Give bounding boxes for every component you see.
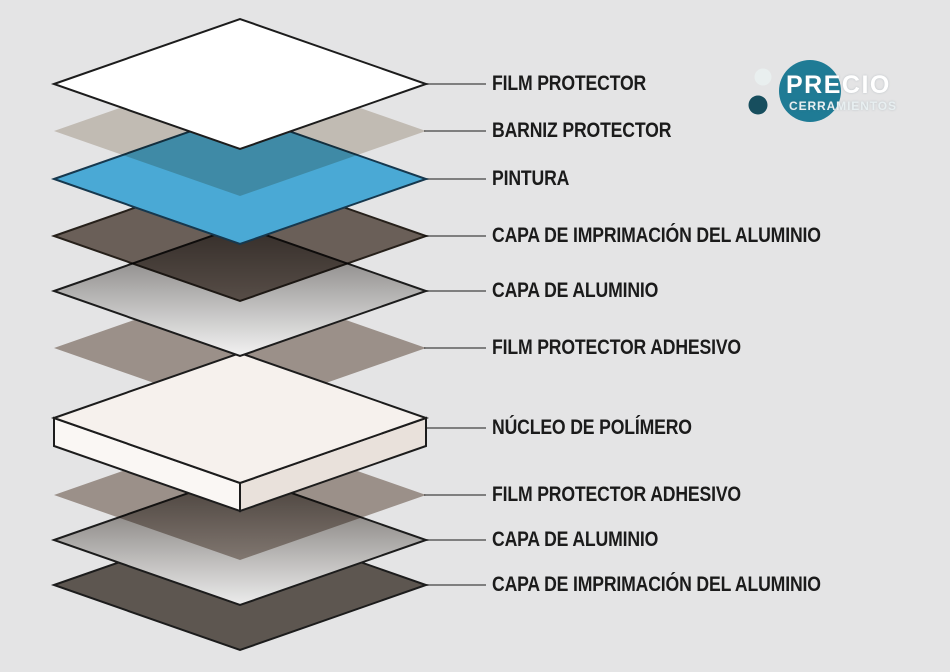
layer-label-film-protector-superior: FILM PROTECTOR	[492, 72, 647, 95]
logo-brand-text: PRECIO	[786, 71, 891, 99]
logo-tagline-text: CERRAMIENTOS	[789, 99, 897, 113]
logo-dot-dark	[748, 95, 768, 115]
layer-label-barniz-protector: BARNIZ PROTECTOR	[492, 119, 672, 142]
layer-label-film-adhesivo-inferior: FILM PROTECTOR ADHESIVO	[492, 483, 741, 506]
layer-label-nucleo-polimero: NÚCLEO DE POLÍMERO	[492, 416, 692, 439]
logo-dot-light	[754, 68, 772, 86]
layer-label-pintura: PINTURA	[492, 167, 570, 190]
logo-circles	[748, 60, 841, 122]
layer-label-imprimacion-inferior: CAPA DE IMPRIMACIÓN DEL ALUMINIO	[492, 573, 821, 596]
layer-nucleo-polimero	[50, 351, 430, 513]
nucleo-top-face	[50, 351, 430, 485]
layer-label-imprimacion-superior: CAPA DE IMPRIMACIÓN DEL ALUMINIO	[492, 224, 821, 247]
precio-cerramientos-logo: PRECIO CERRAMIENTOS	[745, 55, 930, 127]
layer-label-aluminio-superior: CAPA DE ALUMINIO	[492, 279, 659, 302]
logo-main-circle	[779, 60, 841, 122]
layer-film-protector-superior	[50, 17, 430, 151]
layer-label-film-adhesivo-superior: FILM PROTECTOR ADHESIVO	[492, 336, 741, 359]
layer-label-aluminio-inferior: CAPA DE ALUMINIO	[492, 528, 659, 551]
